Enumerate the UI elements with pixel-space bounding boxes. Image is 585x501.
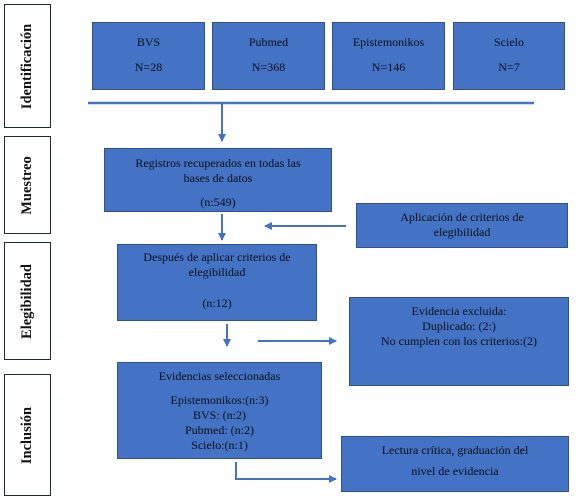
database-name: Epistemonikos bbox=[352, 35, 425, 49]
excluida-line: No cumplen con los criterios:(2) bbox=[381, 334, 537, 348]
database-count: N=146 bbox=[371, 60, 406, 74]
database-count: N=368 bbox=[251, 60, 286, 74]
database-box-pubmed: Pubmed N=368 bbox=[212, 22, 325, 90]
registros-count: (n:549) bbox=[200, 195, 236, 209]
registros-box: Registros recuperados en todas las bases… bbox=[104, 148, 332, 212]
registros-line: Registros recuperados en todas las bbox=[135, 156, 301, 170]
despues-line: elegibilidad bbox=[188, 265, 246, 279]
database-name: Scielo bbox=[494, 35, 524, 49]
criterios-line: elegibilidad bbox=[433, 225, 491, 239]
despues-line: Después de aplicar criterios de bbox=[143, 250, 291, 264]
lectura-line: Lectura crítica, graduación del bbox=[381, 443, 529, 457]
lectura-box: Lectura crítica, graduación del nivel de… bbox=[341, 436, 569, 492]
excluida-line: Evidencia excluida: bbox=[411, 304, 507, 318]
database-name: BVS bbox=[136, 35, 161, 49]
seleccionadas-line: Pubmed: (n:2) bbox=[185, 423, 254, 437]
phase-identificacion: Identificación bbox=[4, 4, 51, 128]
despues-box: Después de aplicar criterios de elegibil… bbox=[117, 244, 317, 321]
lectura-line: nivel de evidencia bbox=[411, 464, 499, 478]
seleccionadas-title: Evidencias seleccionadas bbox=[158, 369, 281, 383]
excluida-line: Duplicado: (2:) bbox=[422, 319, 496, 333]
database-box-epistemonikos: Epistemonikos N=146 bbox=[332, 22, 445, 90]
phase-muestreo: Muestreo bbox=[4, 136, 51, 234]
phase-elegibilidad: Elegibilidad bbox=[4, 242, 51, 360]
seleccionadas-line: BVS: (n:2) bbox=[192, 408, 246, 422]
despues-count: (n:12) bbox=[202, 296, 232, 310]
criterios-line: Aplicación de criterios de bbox=[400, 210, 524, 224]
arrow-to-lectura bbox=[235, 462, 337, 483]
seleccionadas-line: Epistemonikos:(n:3) bbox=[170, 393, 269, 407]
phase-inclusion: Inclusión bbox=[4, 374, 51, 496]
database-box-scielo: Scielo N=7 bbox=[453, 22, 565, 90]
criterios-box: Aplicación de criterios de elegibilidad bbox=[356, 203, 568, 248]
database-count: N=28 bbox=[134, 60, 163, 74]
seleccionadas-line: Scielo:(n:1) bbox=[191, 438, 248, 452]
registros-line: bases de datos bbox=[183, 171, 253, 185]
database-box-bvs: BVS N=28 bbox=[92, 22, 205, 90]
database-count: N=7 bbox=[498, 60, 520, 74]
seleccionadas-box: Evidencias seleccionadas Epistemonikos:(… bbox=[117, 362, 322, 459]
excluida-box: Evidencia excluida: Duplicado: (2:) No c… bbox=[349, 297, 569, 386]
database-name: Pubmed bbox=[248, 35, 289, 49]
